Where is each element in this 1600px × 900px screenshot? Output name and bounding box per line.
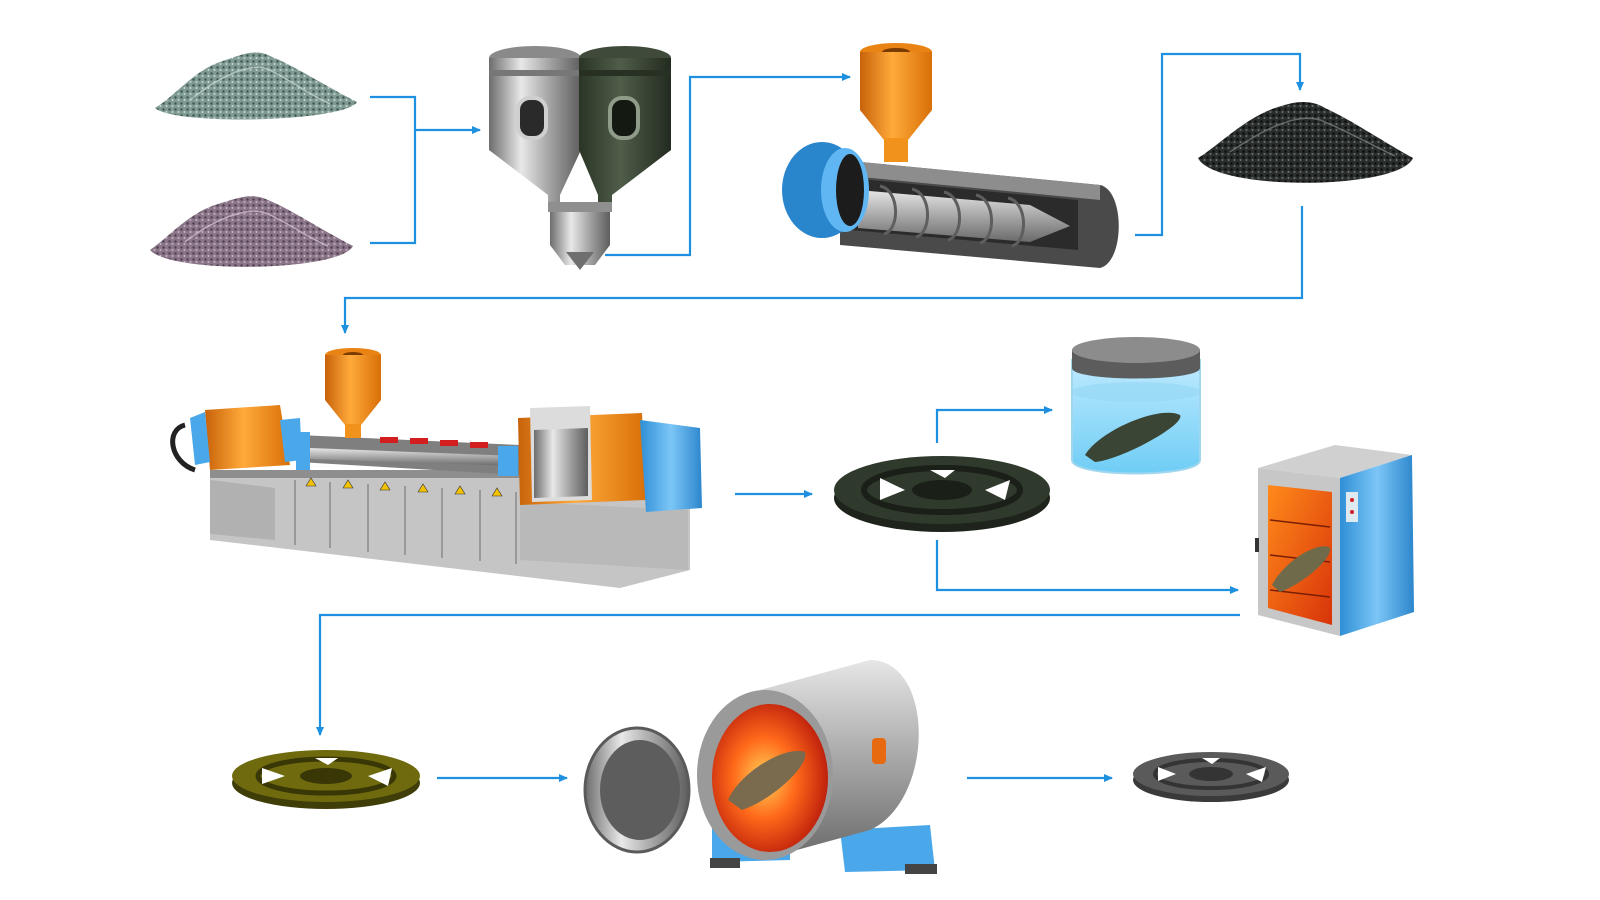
solvent-bath-jar-icon xyxy=(1071,337,1201,475)
debinding-oven-icon xyxy=(1255,445,1414,636)
arrow-oven-to-brown-part xyxy=(316,613,1240,736)
flow-arrows xyxy=(316,52,1304,782)
feedstock-pellets-icon xyxy=(1198,101,1413,183)
arrow-green-powder-to-merge xyxy=(370,95,417,130)
screw-extruder-icon xyxy=(782,43,1119,268)
arrow-feedstock-to-molding xyxy=(341,206,1304,334)
arrow-mixer-to-extruder xyxy=(605,73,851,257)
sintered-part-disc-icon xyxy=(1133,752,1289,802)
injection-molding-machine-icon xyxy=(170,348,702,588)
arrow-green-part-to-solvent xyxy=(935,406,1053,443)
arrow-extruder-to-feedstock xyxy=(1135,52,1304,237)
metal-powder-pile-icon xyxy=(155,52,357,120)
sintering-furnace-icon xyxy=(583,660,937,874)
twin-hopper-mixer-icon xyxy=(489,46,671,270)
binder-powder-pile-icon xyxy=(150,196,353,267)
brown-part-disc-icon xyxy=(232,750,420,809)
arrow-purple-powder-to-merge xyxy=(370,130,417,245)
green-part-disc-icon xyxy=(834,456,1050,532)
arrow-green-part-to-oven xyxy=(935,540,1239,594)
